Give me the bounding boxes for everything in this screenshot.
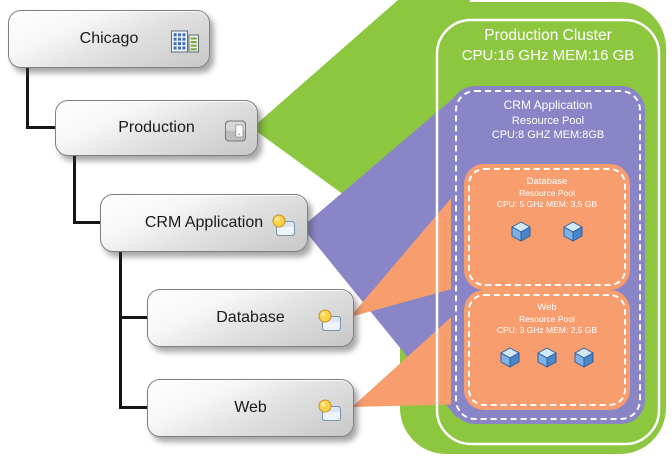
tree-node-label: CRM Application: [144, 214, 264, 231]
database-pool-title: Database: [526, 176, 568, 187]
wedge-database-to-pool: [350, 176, 470, 317]
vm-icon: [497, 345, 523, 369]
tree-node-label: Web: [234, 399, 267, 416]
cluster-header: Production Cluster CPU:16 GHz MEM:16 GB: [437, 26, 659, 66]
resource-pool-icon: [316, 308, 344, 333]
tree-node-label: Production: [118, 119, 195, 136]
tree-connector: [73, 155, 76, 224]
resource-pool-icon: [270, 213, 298, 238]
tree-connector: [26, 126, 57, 129]
tree-node-label: Chicago: [79, 30, 139, 47]
tree-node-label: Database: [216, 309, 285, 326]
web-resource-pool-box: Web Resource Pool CPU: 3 GHz MEM: 2,5 GB: [468, 294, 626, 406]
tree-connector: [119, 251, 122, 409]
resource-pool-icon: [316, 398, 344, 423]
tree-node-crm-application: CRM Application: [100, 194, 308, 252]
wedge-web-to-pool: [352, 300, 470, 407]
vm-icon: [571, 345, 597, 369]
tree-node-chicago: Chicago: [8, 10, 210, 68]
tree-connector: [119, 316, 150, 319]
cluster-stats: CPU:16 GHz MEM:16 GB: [461, 47, 635, 65]
tree-node-production: Production: [55, 100, 258, 156]
crm-pool-header: CRM Application Resource Pool CPU:8 GHZ …: [457, 92, 639, 142]
crm-pool-subtitle: Resource Pool: [511, 114, 585, 127]
web-pool-stats: CPU: 3 GHz MEM: 2,5 GB: [496, 325, 598, 336]
tree-connector: [119, 406, 150, 409]
cluster-inner-outline: [435, 18, 661, 446]
cluster-title: Production Cluster: [484, 27, 612, 44]
database-vm-row: [470, 219, 624, 243]
web-pool-title: Web: [537, 302, 557, 313]
tree-connector: [73, 221, 102, 224]
vm-icon: [560, 219, 586, 243]
tree-node-web: Web: [147, 379, 354, 437]
tree-node-database: Database: [147, 289, 354, 347]
tree-connector: [26, 67, 29, 129]
vm-icon: [534, 345, 560, 369]
web-pool-subtitle: Resource Pool: [519, 314, 575, 325]
wedge-crm-to-pool: [302, 95, 457, 418]
database-resource-pool-box: Database Resource Pool CPU: 5 GHz MEM: 3…: [468, 168, 626, 286]
database-pool-stats: CPU: 5 GHz MEM: 3.5 GB: [496, 199, 598, 210]
database-pool-subtitle: Resource Pool: [519, 188, 575, 199]
vm-icon: [508, 219, 534, 243]
datacenter-icon: [170, 28, 200, 55]
crm-pool-title: CRM Application: [503, 98, 593, 112]
crm-pool-stats: CPU:8 GHZ MEM:8GB: [491, 128, 605, 141]
web-vm-row: [470, 345, 624, 369]
crm-resource-pool-box: CRM Application Resource Pool CPU:8 GHZ …: [455, 90, 641, 420]
host-icon: [223, 118, 248, 143]
